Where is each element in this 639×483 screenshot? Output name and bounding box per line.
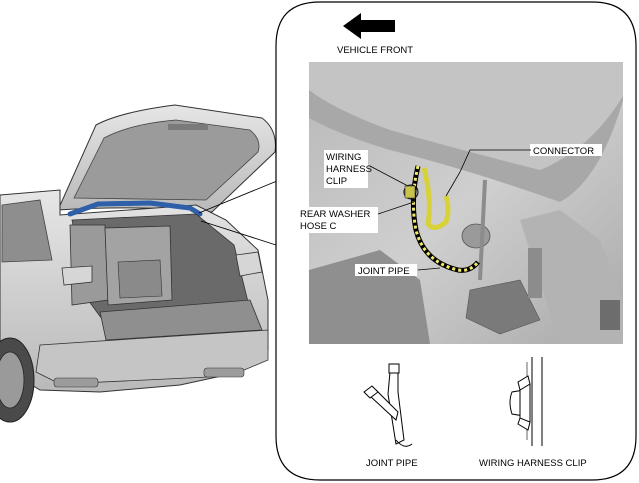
svg-text:WIRING: WIRING (326, 152, 361, 163)
callout-connector: CONNECTOR (445, 144, 602, 197)
vehicle-front-label: VEHICLE FRONT (337, 45, 413, 56)
hose-highlight (67, 200, 203, 217)
leader-line-top (198, 180, 278, 214)
svg-text:CLIP: CLIP (326, 176, 347, 187)
joint-pipe-sketch (363, 363, 413, 447)
callout-rear-washer-hose: REAR WASHER HOSE C (298, 201, 415, 233)
leader-line-bottom (200, 220, 277, 246)
svg-text:HARNESS: HARNESS (326, 164, 372, 175)
left-arrow-icon (343, 13, 395, 39)
svg-text:CONNECTOR: CONNECTOR (533, 146, 594, 157)
svg-text:REAR WASHER: REAR WASHER (300, 209, 371, 220)
callout-joint-pipe: JOINT PIPE (355, 264, 441, 277)
svg-text:JOINT PIPE: JOINT PIPE (358, 266, 410, 277)
vehicle-illustration (0, 104, 276, 423)
joint-pipe-caption: JOINT PIPE (366, 458, 418, 469)
wiring-harness-clip-caption: WIRING HARNESS CLIP (479, 458, 587, 469)
callout-wiring-harness-clip: WIRING HARNESS CLIP (324, 150, 409, 188)
wiring-harness-clip-sketch (509, 357, 543, 446)
svg-text:HOSE C: HOSE C (300, 221, 337, 232)
detail-photo (309, 62, 623, 344)
